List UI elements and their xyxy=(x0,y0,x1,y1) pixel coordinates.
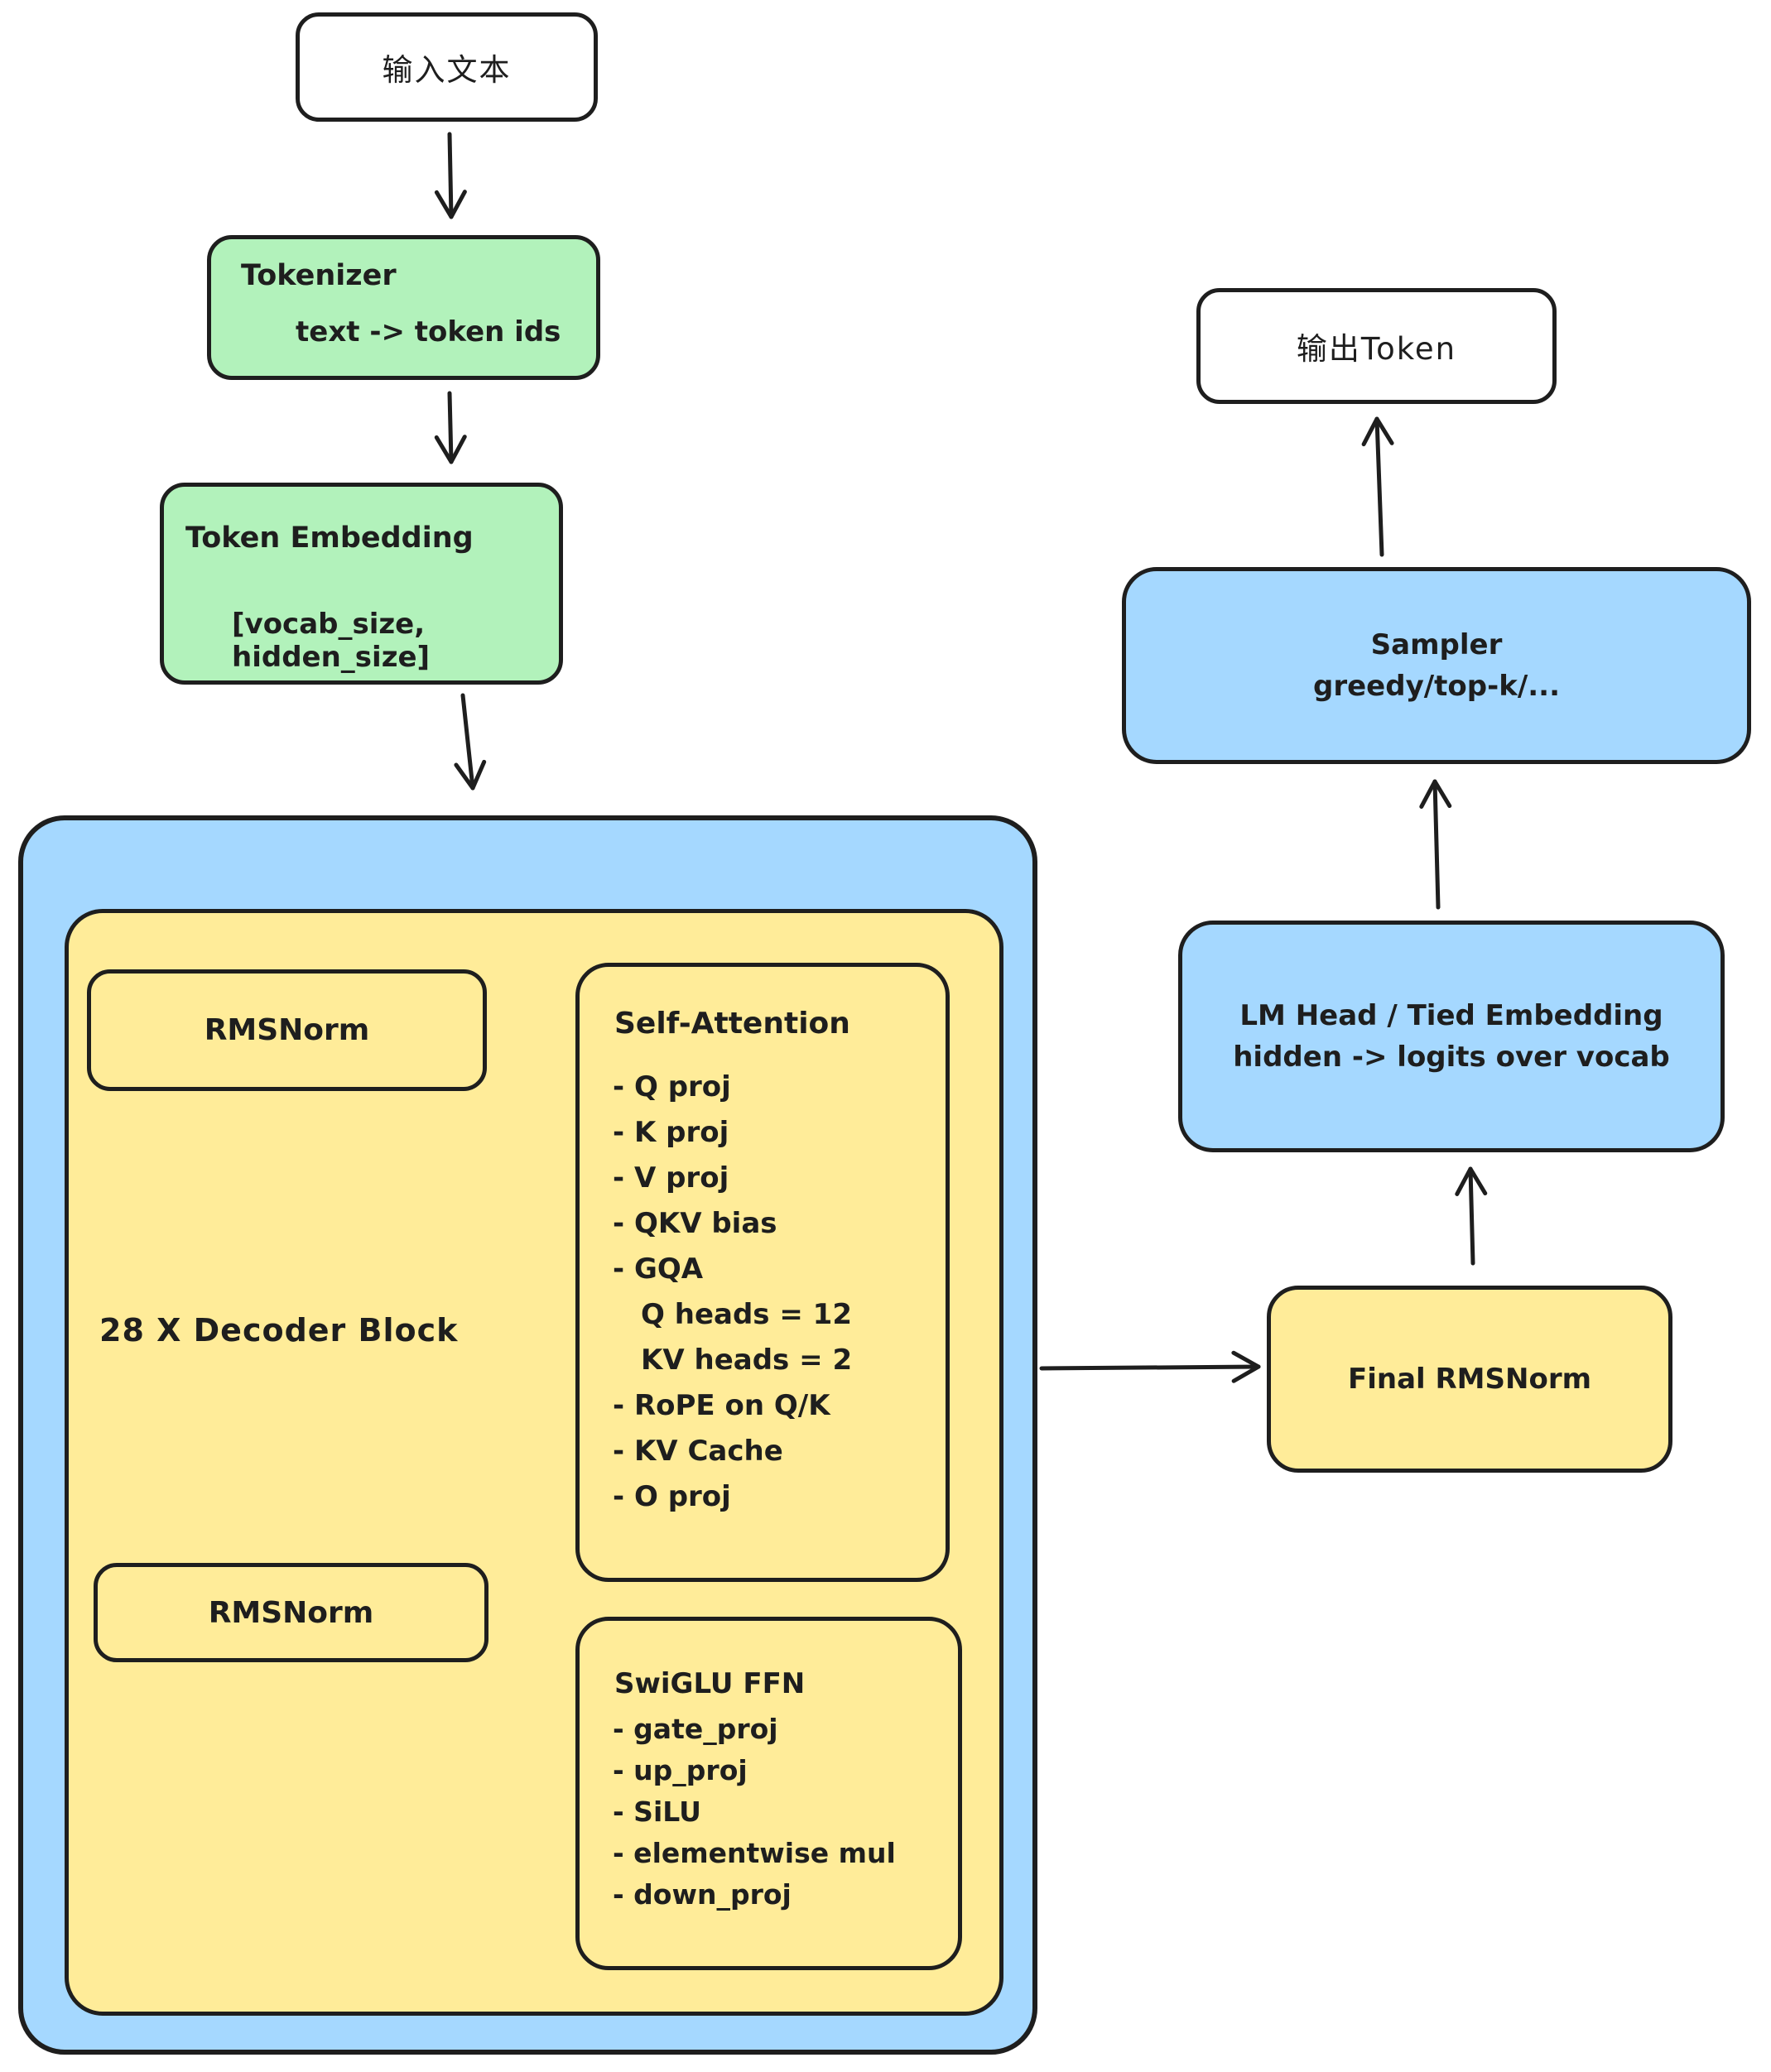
list-item: - up_proj xyxy=(613,1754,748,1786)
arrow-decoder-to-final-rmsnorm xyxy=(1039,1350,1261,1383)
list-item: - KV Cache xyxy=(613,1435,783,1468)
lm-head-node: LM Head / Tied Embedding hidden -> logit… xyxy=(1178,921,1725,1152)
lm-head-line2: hidden -> logits over vocab xyxy=(1233,1041,1670,1074)
self-attention-node: Self-Attention - Q proj - K proj - V pro… xyxy=(575,963,950,1582)
arrow-input-to-tokenizer xyxy=(434,132,467,219)
input-text-node: 输入文本 xyxy=(296,12,598,122)
rmsnorm-top-node: RMSNorm xyxy=(87,969,487,1091)
rmsnorm-bottom-node: RMSNorm xyxy=(94,1563,488,1662)
sampler-node: Sampler greedy/top-k/... xyxy=(1122,567,1751,764)
final-rmsnorm-label: Final RMSNorm xyxy=(1347,1363,1592,1396)
tokenizer-node: Tokenizer text -> token ids xyxy=(207,235,600,380)
swiglu-title: SwiGLU FFN xyxy=(614,1667,806,1700)
list-item: - K proj xyxy=(613,1116,729,1149)
output-token-node: 输出Token xyxy=(1196,288,1557,404)
list-item: - elementwise mul xyxy=(613,1837,896,1869)
list-item: - V proj xyxy=(613,1161,729,1195)
list-item: - GQA xyxy=(613,1252,704,1286)
list-item: KV heads = 2 xyxy=(641,1344,853,1377)
arrow-final-rmsnorm-to-lm-head xyxy=(1455,1166,1488,1266)
swiglu-list: - gate_proj - up_proj - SiLU - elementwi… xyxy=(613,1709,896,1916)
input-text-label: 输入文本 xyxy=(382,52,512,88)
tokenizer-title: Tokenizer xyxy=(241,259,397,292)
rmsnorm-bottom-label: RMSNorm xyxy=(208,1595,374,1630)
sampler-line1: Sampler xyxy=(1370,628,1503,661)
final-rmsnorm-node: Final RMSNorm xyxy=(1267,1286,1672,1473)
arrow-lm-head-to-sampler xyxy=(1419,779,1452,910)
list-item: - Q proj xyxy=(613,1070,731,1103)
token-embedding-title: Token Embedding xyxy=(185,522,474,555)
list-item: - gate_proj xyxy=(613,1713,778,1745)
list-item: - SiLU xyxy=(613,1796,701,1828)
decoder-block xyxy=(65,909,1003,2016)
sampler-line2: greedy/top-k/... xyxy=(1313,670,1560,703)
token-embedding-node: Token Embedding [vocab_size, hidden_size… xyxy=(160,483,563,685)
arrow-tokenizer-to-embedding xyxy=(434,391,467,464)
arrow-sampler-to-output xyxy=(1361,416,1394,557)
list-item: - QKV bias xyxy=(613,1207,777,1240)
self-attention-title: Self-Attention xyxy=(614,1007,850,1041)
list-item: - RoPE on Q/K xyxy=(613,1389,830,1422)
decoder-block-label: 28 X Decoder Block xyxy=(99,1312,459,1348)
token-embedding-subtitle: [vocab_size, hidden_size] xyxy=(232,608,431,674)
swiglu-ffn-node: SwiGLU FFN - gate_proj - up_proj - SiLU … xyxy=(575,1617,962,1970)
list-item: Q heads = 12 xyxy=(641,1298,852,1331)
rmsnorm-top-label: RMSNorm xyxy=(204,1013,370,1047)
lm-head-line1: LM Head / Tied Embedding xyxy=(1239,999,1663,1032)
tokenizer-subtitle: text -> token ids xyxy=(296,315,561,349)
arrow-embedding-to-decoder xyxy=(454,693,487,791)
self-attention-list: - Q proj - K proj - V proj - QKV bias - … xyxy=(613,1065,852,1520)
output-token-label: 输出Token xyxy=(1296,331,1457,367)
list-item: - down_proj xyxy=(613,1878,792,1911)
list-item: - O proj xyxy=(613,1480,731,1513)
